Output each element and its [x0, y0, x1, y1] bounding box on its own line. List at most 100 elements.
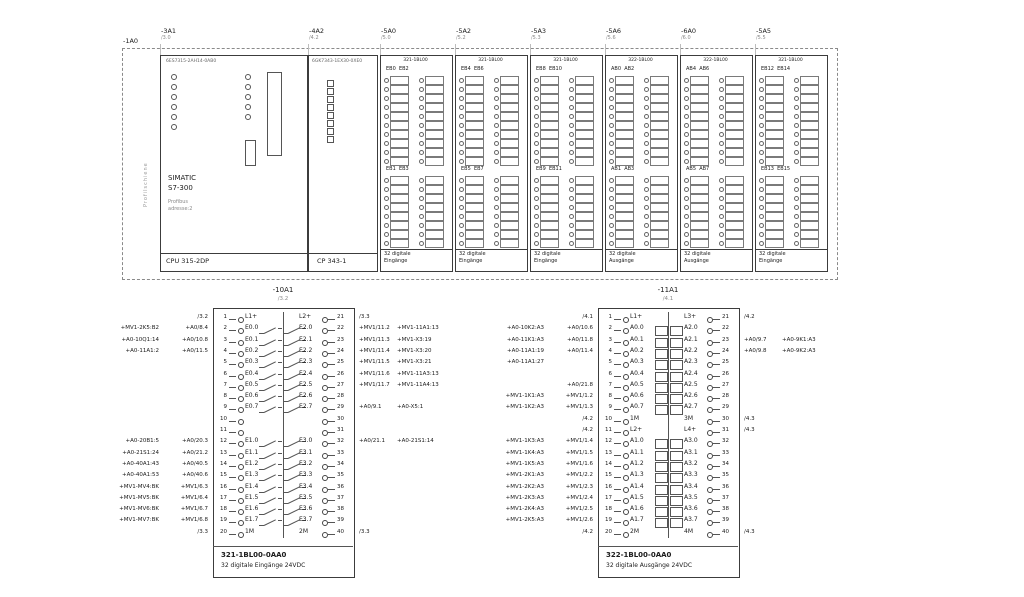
channel-cell [575, 85, 594, 94]
signal-label: 4M [684, 527, 693, 535]
wire-label-near: /4.2 [582, 415, 593, 422]
channel-cell [725, 103, 744, 112]
channel-terminal [494, 141, 499, 146]
channel-cell [425, 194, 444, 203]
channel-cell [390, 121, 409, 130]
terminal-tick [229, 443, 236, 445]
channel-terminal [569, 87, 574, 92]
channel-cell [425, 85, 444, 94]
coil-symbol [670, 337, 683, 348]
channel-terminal [644, 159, 649, 164]
terminal-point [623, 317, 629, 323]
contact-symbol [259, 360, 282, 370]
contact-symbol [259, 496, 282, 506]
channel-cell [765, 185, 784, 194]
terminal-tick [614, 352, 621, 354]
signal-label: 2M [299, 527, 308, 535]
coil-symbol [670, 461, 683, 472]
channel-terminal [534, 178, 539, 183]
pin-number: 12 [605, 438, 612, 445]
terminal-tick [614, 341, 621, 343]
channel-cell [465, 203, 484, 212]
channel-cell [500, 221, 519, 230]
channel-cell [540, 157, 559, 166]
channel-terminal [644, 150, 649, 155]
wire-label-far: +MV1-1K4:A3 [505, 449, 544, 456]
module-leader-line [680, 44, 681, 55]
terminal-tick [713, 533, 720, 535]
terminal-point [623, 441, 629, 448]
channel-terminal [419, 214, 424, 219]
channel-cell [390, 103, 409, 112]
channel-terminal [644, 132, 649, 137]
signal-label: E1.0 [245, 437, 259, 445]
channel-terminal [684, 214, 689, 219]
channel-terminal [759, 114, 764, 119]
channel-terminal [609, 178, 614, 183]
channel-cell [465, 157, 484, 166]
coil-symbol [670, 405, 683, 416]
led-indicator [171, 104, 177, 110]
terminal-point [623, 531, 629, 538]
terminal-tick [229, 499, 236, 501]
terminal-point [623, 350, 629, 357]
terminal-point [322, 317, 328, 323]
terminal-point [707, 328, 713, 335]
pin-number: 15 [605, 472, 612, 479]
terminal-tick [713, 522, 720, 524]
pin-number: 18 [220, 506, 227, 513]
module-loc-label: /5.2 [456, 35, 466, 41]
wire-label-near: +A0/21.1 [359, 438, 385, 445]
terminal-point [238, 497, 244, 504]
channel-terminal [719, 150, 724, 155]
channel-cell [615, 139, 634, 148]
channel-cell [540, 212, 559, 221]
channel-terminal [384, 214, 389, 219]
module-name: CPU 315-2DP [166, 257, 210, 265]
channel-terminal [569, 96, 574, 101]
signal-label: A2.5 [684, 380, 698, 388]
terminal-tick [229, 386, 236, 388]
channel-terminal [609, 187, 614, 192]
contact-symbol [283, 394, 306, 404]
contact-symbol [283, 496, 306, 506]
channel-terminal [684, 105, 689, 110]
contact-symbol [259, 462, 282, 472]
wire-label-far: +MV1-2K3:A3 [505, 494, 544, 501]
channel-terminal [569, 78, 574, 83]
terminal-point [707, 509, 713, 516]
channel-cell [500, 203, 519, 212]
terminal-tick [614, 488, 621, 490]
channel-cell [540, 85, 559, 94]
channel-terminal [384, 132, 389, 137]
channel-cell [615, 112, 634, 121]
channel-cell [615, 121, 634, 130]
channel-terminal [494, 214, 499, 219]
channel-terminal [759, 159, 764, 164]
pin-number: 4 [223, 347, 228, 354]
channel-terminal [534, 96, 539, 101]
signal-label: A3.3 [684, 471, 698, 479]
channel-cell [540, 176, 559, 185]
terminal-point [322, 339, 328, 346]
channel-cell [725, 194, 744, 203]
channel-terminal [609, 150, 614, 155]
pin-number: 20 [220, 528, 227, 535]
signal-label: E3.7 [299, 516, 313, 524]
channel-cell [465, 230, 484, 239]
channel-cell [575, 239, 594, 248]
terminal-point [322, 328, 328, 335]
signal-label: A3.4 [684, 482, 698, 490]
wire-label-near: +A0/21.8 [567, 381, 593, 388]
wire-label-far: +A0-11K1:A3 [506, 336, 544, 343]
channel-cell [800, 94, 819, 103]
rail-name-label: Profilschiene [143, 162, 149, 207]
channel-cell [650, 176, 669, 185]
signal-label: E2.2 [299, 346, 313, 354]
wire-label-near: +A0/40.5 [182, 460, 208, 467]
channel-cell [800, 121, 819, 130]
module-caption-line2: Eingänge [759, 258, 783, 264]
